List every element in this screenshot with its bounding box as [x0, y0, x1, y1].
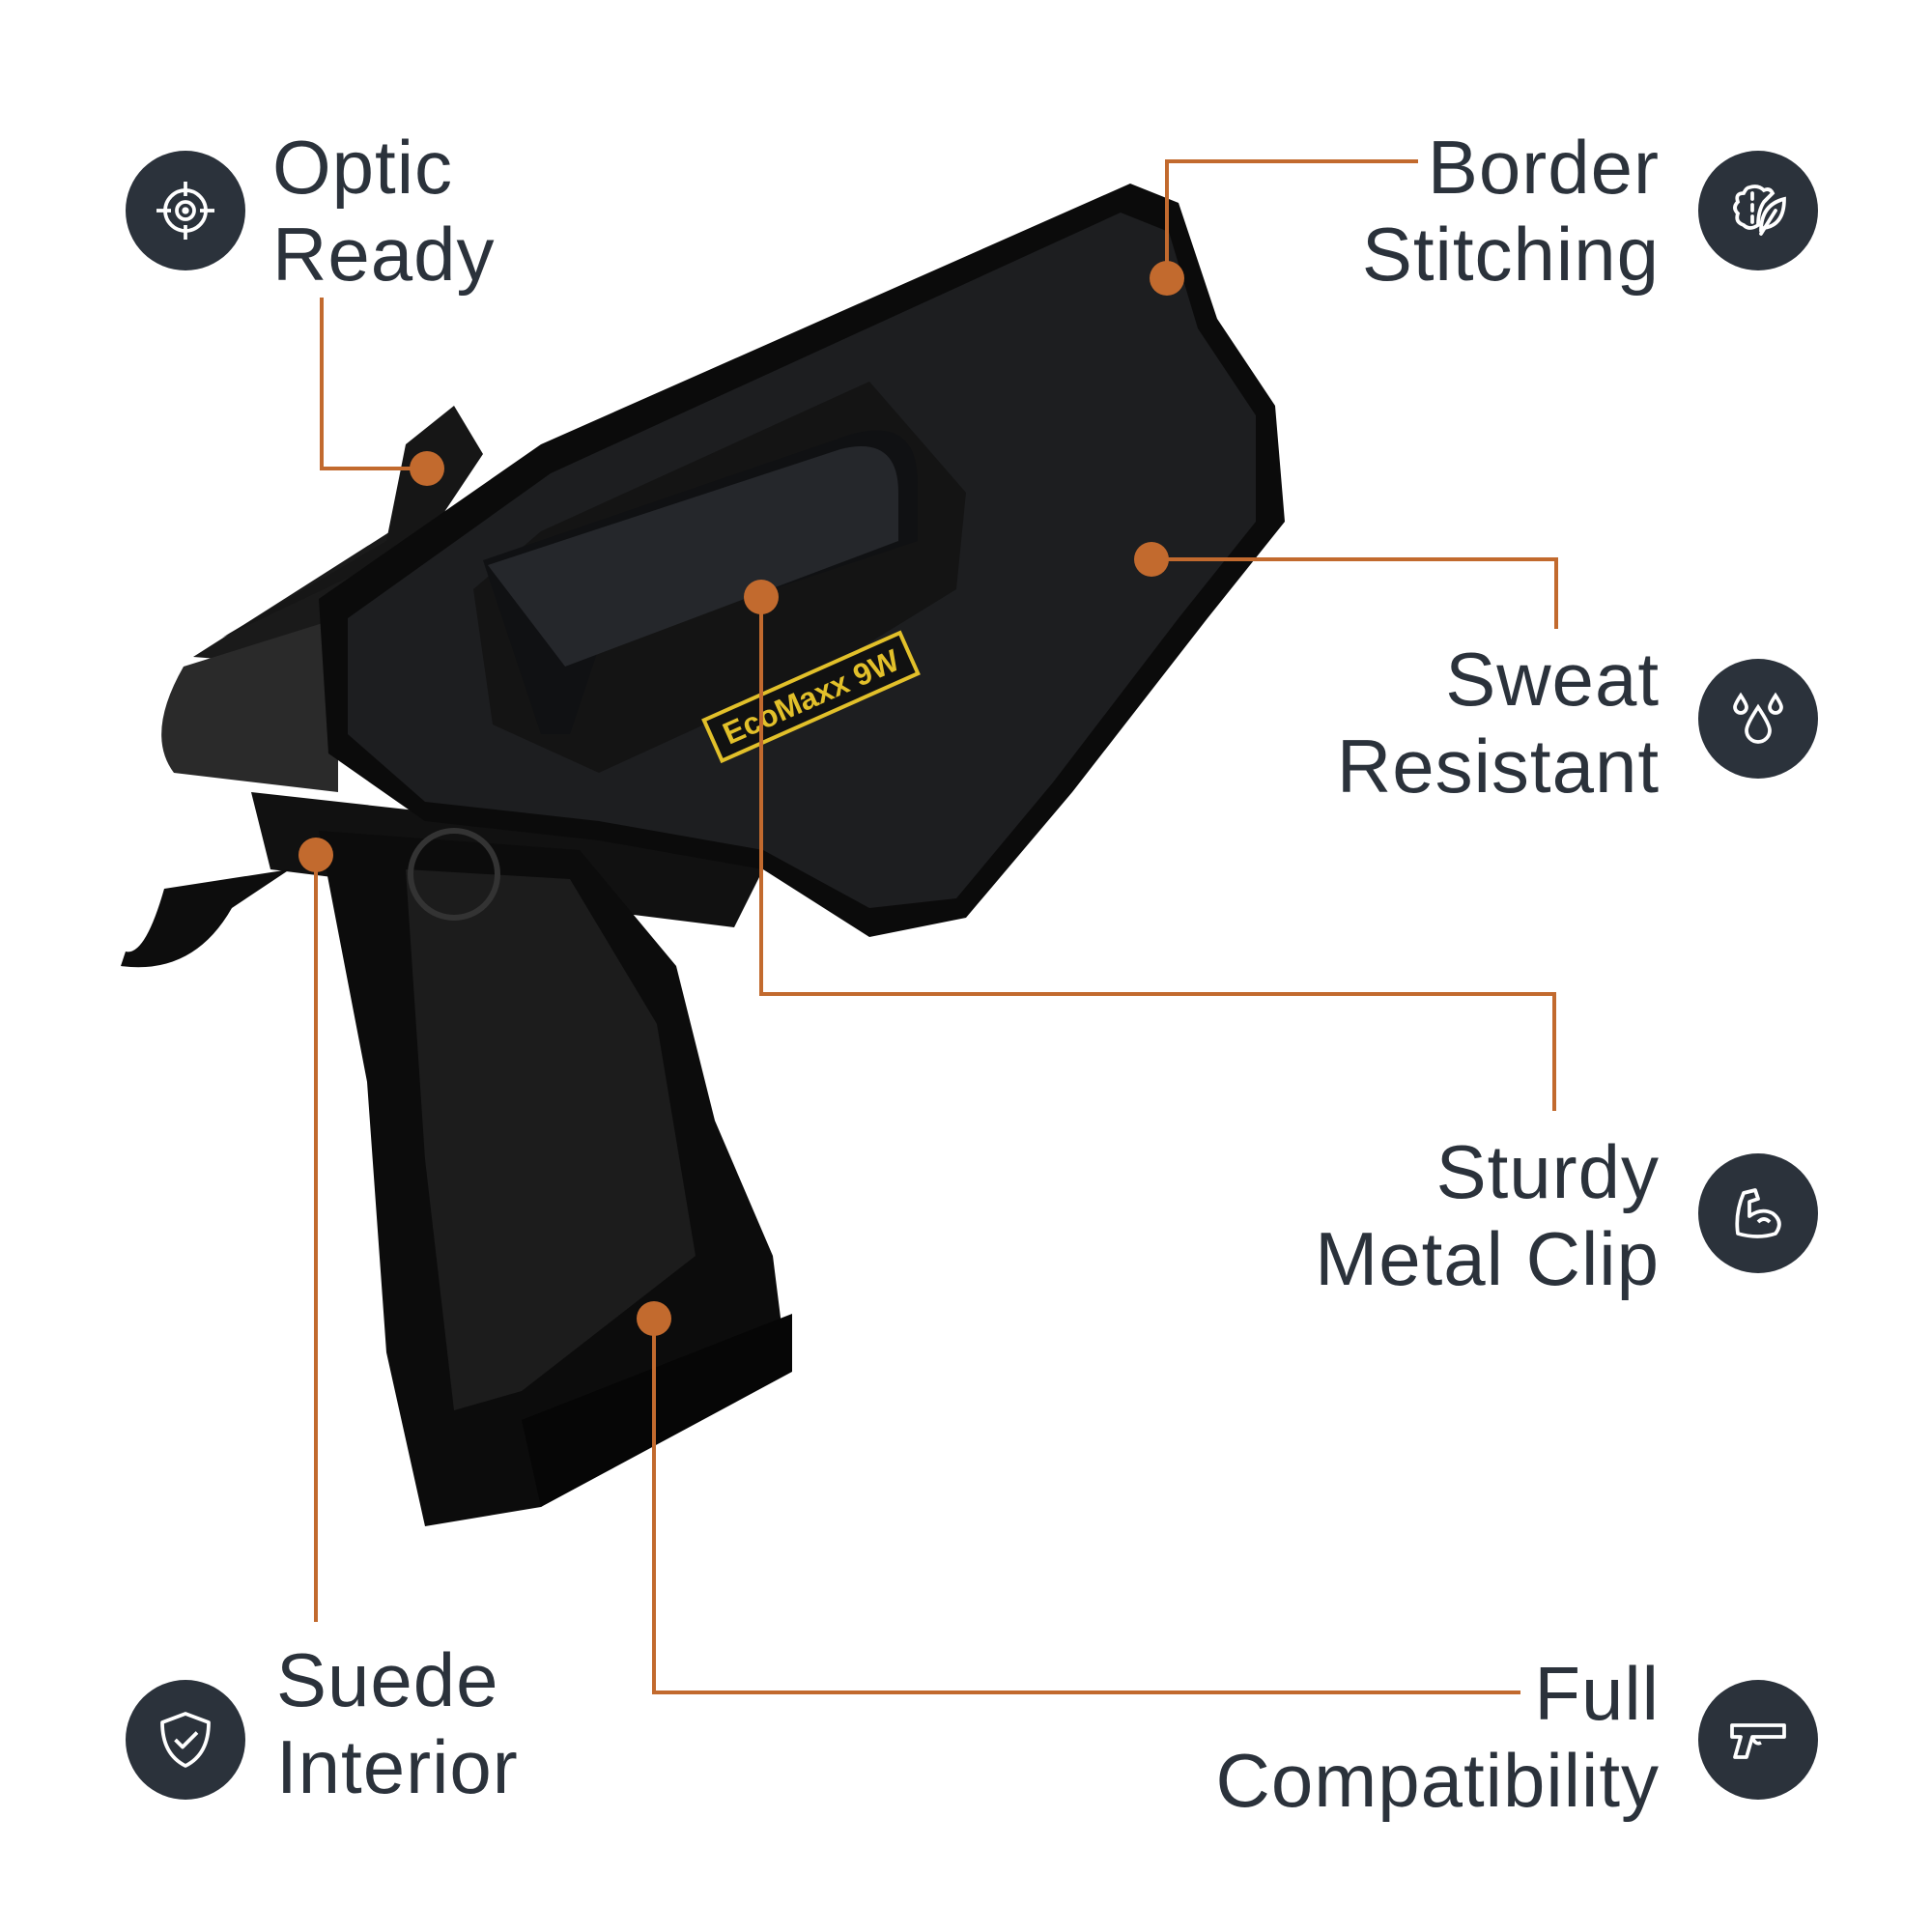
- callout-dot-suede: [298, 838, 333, 872]
- feature-title-line1: Sturdy: [1435, 1129, 1660, 1214]
- feature-title-line1: Full: [1534, 1651, 1660, 1736]
- feature-sturdy-metal-clip: Sturdy Metal Clip: [1315, 1128, 1660, 1302]
- water-drops-icon: [1698, 659, 1818, 779]
- feature-title-line2: Ready: [272, 212, 496, 297]
- callout-dot-compat: [637, 1301, 671, 1336]
- crosshair-icon: [126, 151, 245, 270]
- feature-suede-interior: Suede Interior: [276, 1636, 519, 1810]
- feature-title-line1: Suede: [276, 1637, 499, 1722]
- feature-sweat-resistant: Sweat Resistant: [1337, 636, 1660, 810]
- feature-title-line2: Stitching: [1361, 212, 1660, 297]
- flexed-arm-icon: [1698, 1153, 1818, 1273]
- leather-leaf-icon: [1698, 151, 1818, 270]
- callout-dot-clip: [744, 580, 779, 614]
- callout-line-compat: [652, 1319, 1520, 1694]
- feature-optic-ready: Optic Ready: [272, 124, 495, 298]
- feature-title-line1: Border: [1427, 125, 1660, 210]
- pistol-image: [121, 406, 792, 1526]
- feature-title-line2: Interior: [276, 1724, 519, 1809]
- feature-title-line2: Metal Clip: [1315, 1216, 1660, 1301]
- callout-line-clip: [759, 597, 1556, 1111]
- callout-line-sweat: [1151, 557, 1558, 629]
- callout-line-border: [1165, 159, 1418, 278]
- callout-lines: [314, 159, 1558, 1694]
- callout-line-optic: [320, 298, 427, 470]
- callout-dot-border: [1150, 261, 1184, 296]
- pistol-icon: [1698, 1680, 1818, 1800]
- feature-title-line1: Sweat: [1445, 637, 1660, 722]
- feature-title-line2: Compatibility: [1215, 1738, 1660, 1823]
- callout-dot-sweat: [1134, 542, 1169, 577]
- holster-image: EcoMaxx 9W: [319, 184, 1285, 937]
- shield-check-icon: [126, 1680, 245, 1800]
- callout-dots: [298, 261, 1184, 1336]
- feature-border-stitching: Border Stitching: [1362, 124, 1660, 298]
- feature-title-line1: Optic: [272, 125, 454, 210]
- feature-title-line2: Resistant: [1336, 724, 1660, 809]
- callout-dot-optic: [410, 451, 444, 486]
- feature-full-compatibility: Full Compatibility: [1216, 1650, 1660, 1824]
